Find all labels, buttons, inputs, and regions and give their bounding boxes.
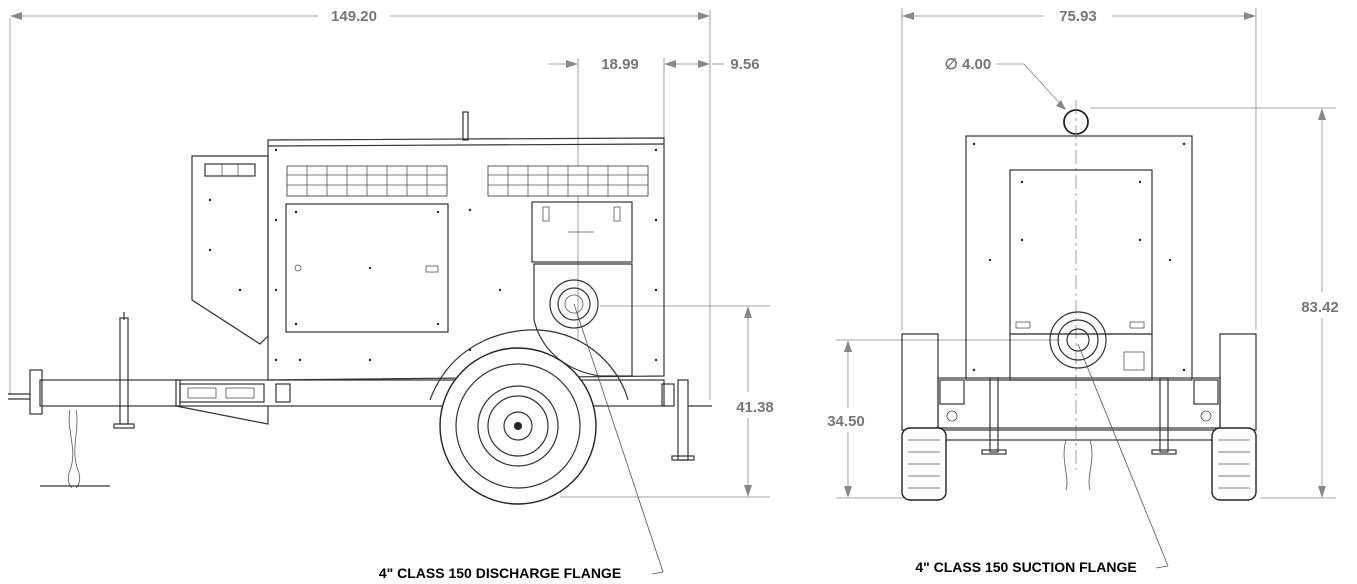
suction-flange-label: 4" CLASS 150 SUCTION FLANGE: [915, 559, 1136, 575]
lift-eye-dimension: ∅ 4.00: [945, 56, 1066, 110]
vent-grille-right: [487, 165, 649, 197]
discharge-height-label: 41.38: [736, 399, 774, 416]
rivets: [208, 148, 658, 362]
rear-tires: [901, 333, 1257, 501]
rear-enclosure: [965, 135, 1193, 381]
overall-height-dimension: 83.42: [1090, 107, 1339, 499]
suction-flange: [1049, 311, 1107, 369]
overall-length-label: 149.20: [331, 8, 377, 25]
suction-height-dimension: 34.50: [827, 339, 1060, 499]
suction-height-label: 34.50: [827, 413, 865, 430]
overall-length-dimension: 149.20: [9, 8, 711, 400]
rear-view: 75.93 ∅ 4.00 83.42 34.50: [827, 8, 1339, 569]
rear-frame: [937, 377, 1221, 455]
rear-offset-label: 9.56: [730, 56, 759, 73]
rear-jack: [671, 379, 712, 461]
safety-chain: [40, 409, 110, 489]
side-view: 149.20 18.99 9.56 41.38: [8, 8, 774, 575]
lift-eye-diameter-label: ∅ 4.00: [945, 56, 991, 73]
pump-offset-label: 18.99: [601, 56, 639, 73]
trailer-tongue: [8, 312, 269, 429]
discharge-flange-label: 4" CLASS 150 DISCHARGE FLANGE: [379, 565, 621, 581]
overall-height-label: 83.42: [1301, 299, 1339, 316]
trailer-wheel: [429, 329, 629, 505]
overall-width-label: 75.93: [1059, 8, 1097, 25]
engine-enclosure: [175, 111, 675, 407]
discharge-height-dimension: 41.38: [560, 305, 774, 498]
pump-offset-dimension: 18.99 9.56: [548, 56, 760, 340]
overall-width-dimension: 75.93: [901, 8, 1257, 330]
vent-grille-left: [286, 165, 448, 197]
